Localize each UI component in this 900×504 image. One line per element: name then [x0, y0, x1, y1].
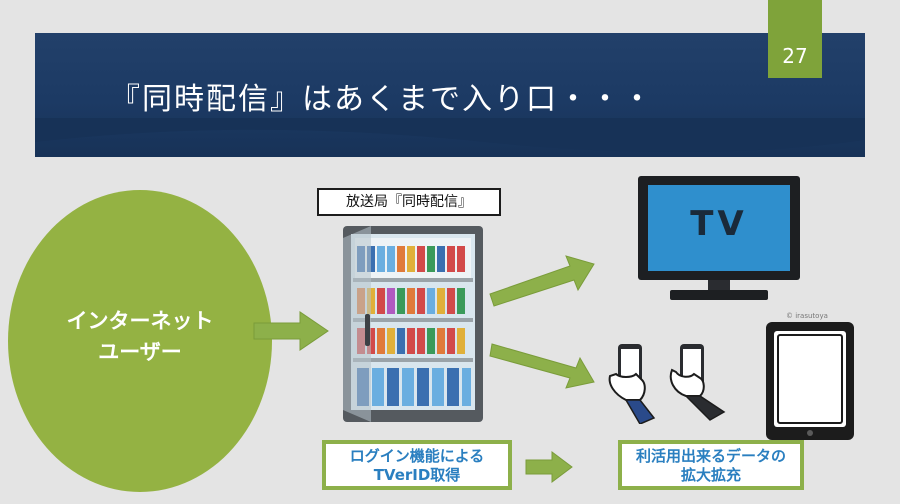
login-box-line1: ログイン機能による	[349, 447, 485, 465]
smartphone-left	[608, 344, 656, 424]
data-box-line2: 拡大拡充	[680, 466, 741, 484]
tv-screen-text: TV	[690, 204, 748, 244]
arrow-to-mobile	[489, 343, 595, 389]
slide-title: 『同時配信』はあくまで入り口・・・	[110, 82, 654, 117]
shelf-row-3	[357, 328, 465, 354]
circle-label-line2: ユーザー	[98, 340, 182, 364]
smartphone-right	[669, 344, 726, 421]
shelf-row-1	[355, 238, 471, 278]
internet-users-label: インターネット ユーザー	[8, 306, 272, 368]
arrow-to-tv	[489, 255, 595, 307]
login-box-line2: TVerID取得	[373, 466, 461, 484]
smartphones-icon	[608, 344, 726, 424]
data-box-line1: 利活用出来るデータの	[635, 447, 786, 465]
page-number: 27	[782, 44, 808, 68]
tablet-icon	[766, 322, 854, 440]
tv-icon	[638, 176, 800, 300]
shelf-row-2	[357, 288, 465, 314]
shelf-row-4	[357, 368, 471, 406]
display-fridge-icon	[343, 226, 483, 422]
page-number-tab	[768, 0, 822, 78]
data-expansion-box: 利活用出来るデータの 拡大拡充	[618, 440, 804, 490]
arrow-to-data	[525, 451, 573, 483]
login-feature-box: ログイン機能による TVerID取得	[322, 440, 512, 490]
internet-users-circle	[8, 190, 272, 492]
arrow-to-broadcaster	[253, 311, 329, 351]
broadcaster-label: 放送局『同時配信』	[317, 188, 501, 216]
banner-wave	[35, 118, 865, 153]
circle-label-line1: インターネット	[66, 309, 214, 333]
watermark: © irasutoya	[786, 312, 828, 320]
